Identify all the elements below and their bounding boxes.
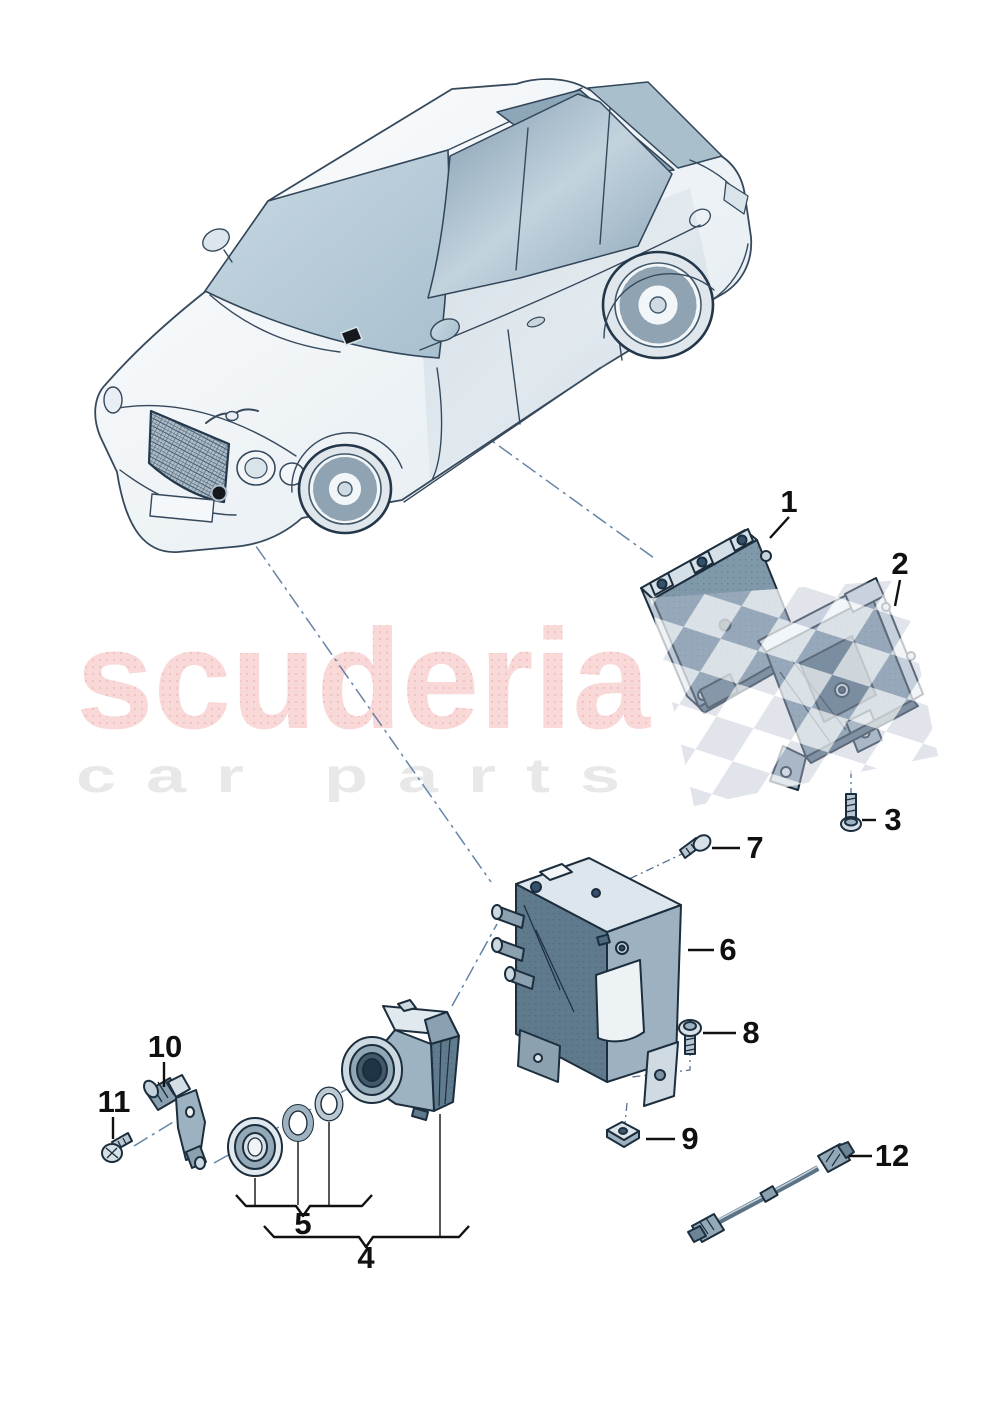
windshield-camera-marker bbox=[340, 326, 363, 346]
car-side-windows bbox=[427, 93, 673, 299]
car-front-wheel bbox=[297, 443, 393, 535]
car-cowl-line bbox=[209, 294, 341, 353]
bumper-camera-marker bbox=[210, 484, 228, 502]
part-11-screw bbox=[101, 1132, 133, 1163]
callout-4[interactable]: 4 bbox=[357, 1240, 375, 1275]
part-7-screw bbox=[679, 834, 712, 859]
part-3-screw bbox=[840, 793, 862, 832]
watermark: scuderia car parts bbox=[76, 600, 651, 803]
car-headlight-inner bbox=[244, 457, 268, 479]
callout-3[interactable]: 3 bbox=[884, 802, 901, 837]
car-door-handle-front bbox=[526, 316, 546, 328]
car-license-plate bbox=[149, 493, 215, 523]
brace-group-4 bbox=[263, 1225, 470, 1249]
part-10-holder bbox=[143, 1074, 207, 1170]
car-headlight-left bbox=[103, 386, 123, 414]
car-emblem bbox=[225, 410, 239, 422]
part-6-camera-bracket bbox=[491, 857, 682, 1107]
brace-group-5 bbox=[235, 1194, 373, 1218]
callout-numbers: 1 2 3 4 5 6 7 8 9 10 11 12 bbox=[98, 484, 910, 1275]
car-front-arch bbox=[291, 432, 403, 493]
callout-10[interactable]: 10 bbox=[148, 1029, 182, 1064]
part-8-screw bbox=[678, 1019, 702, 1055]
car-grille bbox=[147, 409, 231, 504]
callout-12[interactable]: 12 bbox=[875, 1138, 909, 1173]
car-mirror-left bbox=[202, 228, 230, 252]
checkered-flag-watermark bbox=[650, 580, 938, 806]
car-mirror-right bbox=[430, 318, 460, 342]
car-rear-window bbox=[587, 81, 723, 169]
car-mirror-left-stalk bbox=[223, 249, 233, 263]
car-character-line bbox=[419, 224, 701, 351]
car-rear-wheel bbox=[601, 250, 715, 360]
callout-5[interactable]: 5 bbox=[294, 1206, 311, 1241]
part-9-pad bbox=[606, 1121, 640, 1148]
car-taillight bbox=[723, 181, 749, 215]
axis-camera-to-bracket bbox=[451, 923, 498, 1007]
part-5-seal-rings bbox=[227, 1086, 344, 1177]
callout-9[interactable]: 9 bbox=[681, 1121, 698, 1156]
car-fuel-flap bbox=[689, 208, 711, 228]
callout-leaders bbox=[111, 516, 902, 1249]
car-rocker-line bbox=[403, 367, 601, 503]
callout-6[interactable]: 6 bbox=[719, 932, 736, 967]
part-12-cable bbox=[687, 1141, 855, 1243]
watermark-subtitle-text: car parts bbox=[76, 750, 650, 803]
callout-7[interactable]: 7 bbox=[746, 830, 763, 865]
car-hood-crease bbox=[117, 404, 297, 457]
line-bumper-to-bracket bbox=[222, 498, 492, 883]
callout-2[interactable]: 2 bbox=[891, 546, 908, 581]
car-window-pillars bbox=[515, 107, 611, 271]
car-illustration bbox=[94, 78, 753, 553]
part-4-camera bbox=[341, 999, 460, 1121]
car-rear-arch bbox=[603, 273, 715, 339]
dash-pad9 bbox=[624, 1102, 628, 1125]
watermark-brand-text: scuderia bbox=[76, 600, 651, 759]
callout-1[interactable]: 1 bbox=[780, 484, 797, 519]
callout-8[interactable]: 8 bbox=[742, 1015, 759, 1050]
axis-screw11 bbox=[133, 1118, 179, 1147]
callout-11[interactable]: 11 bbox=[98, 1084, 131, 1119]
